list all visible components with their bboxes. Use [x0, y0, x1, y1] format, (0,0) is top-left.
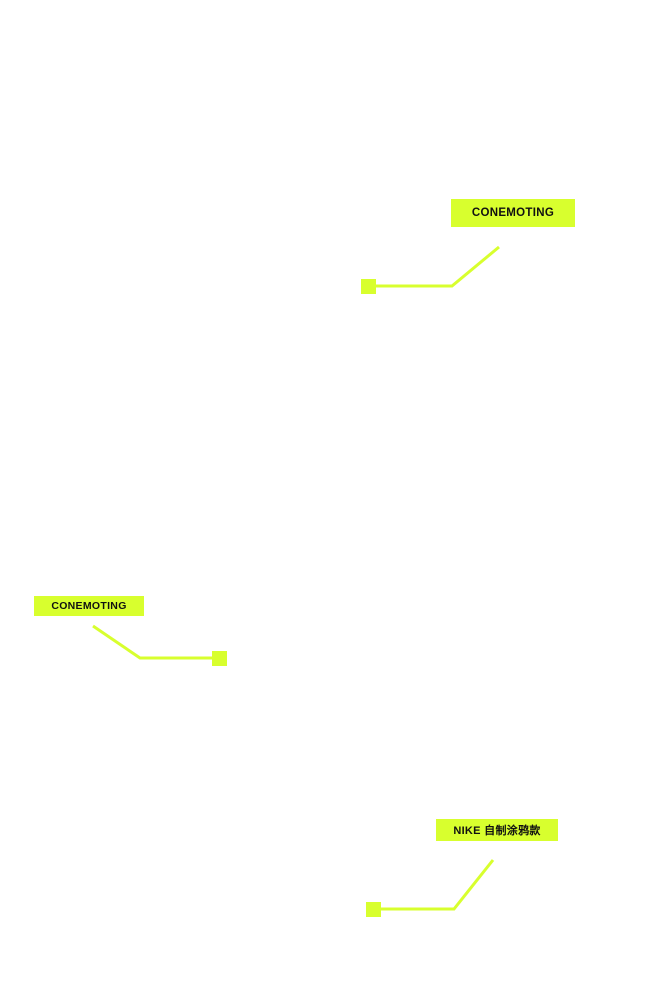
callout-leader-line-3	[381, 859, 495, 911]
callout-marker-3	[366, 902, 381, 917]
callout-label-3: NIKE 自制涂鸦款	[436, 819, 558, 841]
callout-leader-line-2	[92, 624, 212, 660]
callout-label-2: CONEMOTING	[34, 596, 144, 616]
callout-marker-2	[212, 651, 227, 666]
callout-label-1: CONEMOTING	[451, 199, 575, 227]
callout-marker-1	[361, 279, 376, 294]
callout-leader-line-1	[376, 245, 500, 288]
